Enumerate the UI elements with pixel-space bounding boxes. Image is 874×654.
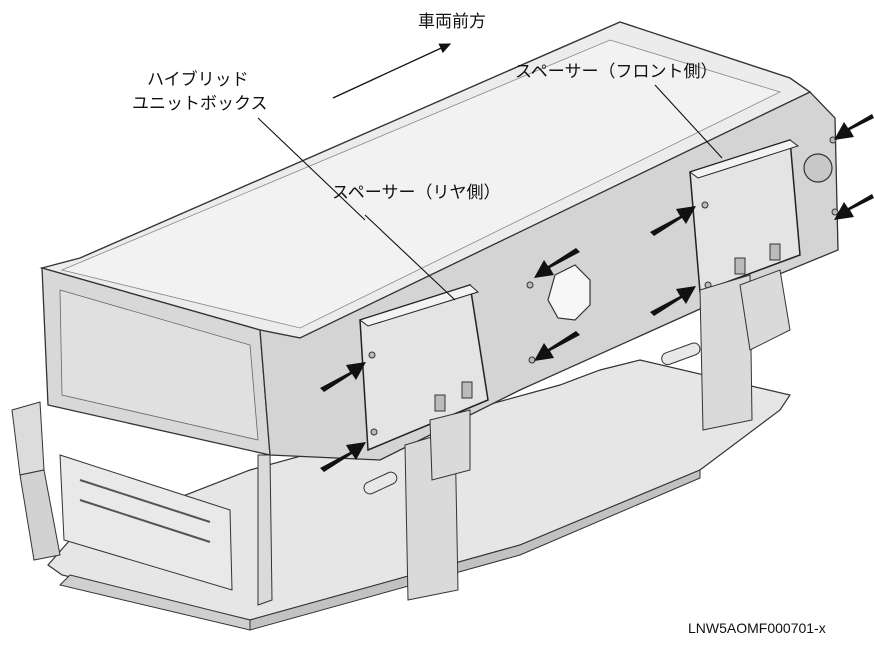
hybrid-unit-box-label-line2: ユニットボックス (132, 94, 268, 114)
fastener-arrows (320, 114, 874, 472)
vehicle-front-arrow (332, 43, 452, 99)
arrow-right-upper (834, 114, 874, 140)
arrow-rear-lower (320, 442, 366, 472)
center-cutout (547, 264, 591, 321)
spacer-rear-label: スペーサー（リヤ側） (332, 183, 501, 203)
arrow-front-upper (650, 206, 696, 236)
inner-cylinders (363, 342, 701, 495)
vehicle-front-label: 車両前方 (418, 12, 486, 32)
arrow-front-lower (650, 286, 696, 316)
spacer-front-label: スペーサー（フロント側） (515, 62, 718, 82)
arrow-right-lower (834, 194, 874, 220)
support-legs (257, 269, 791, 606)
hybrid-unit-box-label-line1: ハイブリッド (147, 70, 249, 90)
figure-code: LNW5AOMF000701-x (688, 620, 826, 636)
front-spacer-leader (654, 84, 723, 159)
left-end-frame (11, 401, 45, 476)
side-round-hole (803, 153, 833, 183)
arrow-center-lower (534, 331, 580, 361)
mounting-bolts (368, 136, 839, 436)
arrow-rear-upper (320, 362, 366, 392)
hybrid-box-leader (257, 117, 366, 221)
arrow-center-upper (534, 248, 580, 278)
rear-spacer-leader (364, 214, 456, 301)
